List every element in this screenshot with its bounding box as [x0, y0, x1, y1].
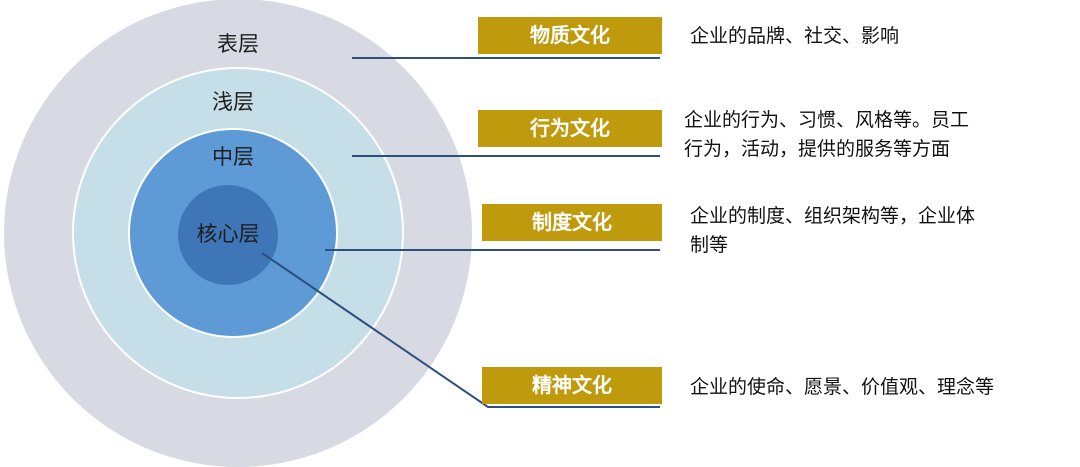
desc-behavior-line-2: 行为，活动，提供的服务等方面 [684, 138, 950, 160]
outer-layer-label: 表层 [217, 32, 259, 56]
tag-box-spiritual [482, 367, 662, 404]
connector-line-spiritual [261, 252, 660, 408]
desc-spiritual-line-1: 企业的使命、愿景、价值观、理念等 [690, 375, 994, 398]
tag-box-system [482, 204, 662, 241]
tag-label-spiritual: 精神文化 [532, 373, 612, 397]
tag-box-material [478, 17, 662, 54]
core-layer-label: 核心层 [197, 222, 260, 246]
desc-system-line-1: 企业的制度、组织架构等，企业体 [690, 205, 975, 227]
tag-box-behavior [478, 110, 662, 147]
desc-system-line-2: 制等 [690, 234, 728, 256]
tag-label-material: 物质文化 [530, 23, 610, 47]
core-layer-ring [178, 185, 278, 285]
desc-material-line-1: 企业的品牌、社交、影响 [690, 25, 899, 47]
desc-behavior-line-1: 企业的行为、习惯、风格等。员工 [684, 109, 969, 131]
tag-label-behavior: 行为文化 [529, 116, 610, 140]
shallow-layer-label: 浅层 [212, 90, 254, 114]
tag-label-system: 制度文化 [532, 210, 612, 234]
middle-layer-label: 中层 [212, 145, 254, 169]
